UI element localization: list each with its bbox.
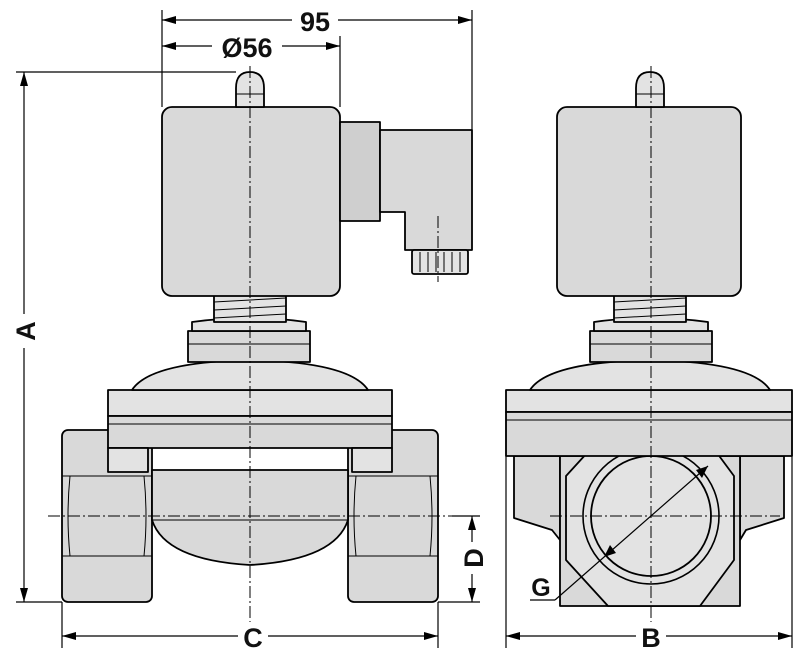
side-view [505, 66, 793, 630]
front-view [48, 66, 473, 630]
dimension-c: C [61, 602, 439, 654]
front-connector [339, 121, 473, 275]
side-spring [613, 293, 687, 323]
dim-label-height: A [11, 321, 41, 341]
dim-label-overall-width: 95 [300, 7, 330, 37]
side-dome [529, 359, 771, 391]
dim-label-port-offset: D [459, 548, 489, 568]
dimension-95: 95 [161, 4, 473, 130]
dim-label-coil-diameter: Ø56 [221, 33, 272, 63]
side-cap [635, 71, 665, 108]
dimension-d: D [438, 515, 489, 603]
dimension-diameter-56: Ø56 [162, 30, 341, 107]
dimension-b: B [505, 412, 793, 654]
dimension-g: G [530, 465, 709, 602]
dimension-a: A [10, 71, 236, 603]
dim-label-body-width: B [641, 623, 661, 653]
dim-label-body-length: C [243, 623, 263, 653]
side-flange [505, 389, 793, 457]
dim-label-thread: G [531, 574, 550, 602]
front-nut [187, 317, 311, 363]
side-coil [556, 106, 742, 297]
front-coil [161, 106, 341, 297]
